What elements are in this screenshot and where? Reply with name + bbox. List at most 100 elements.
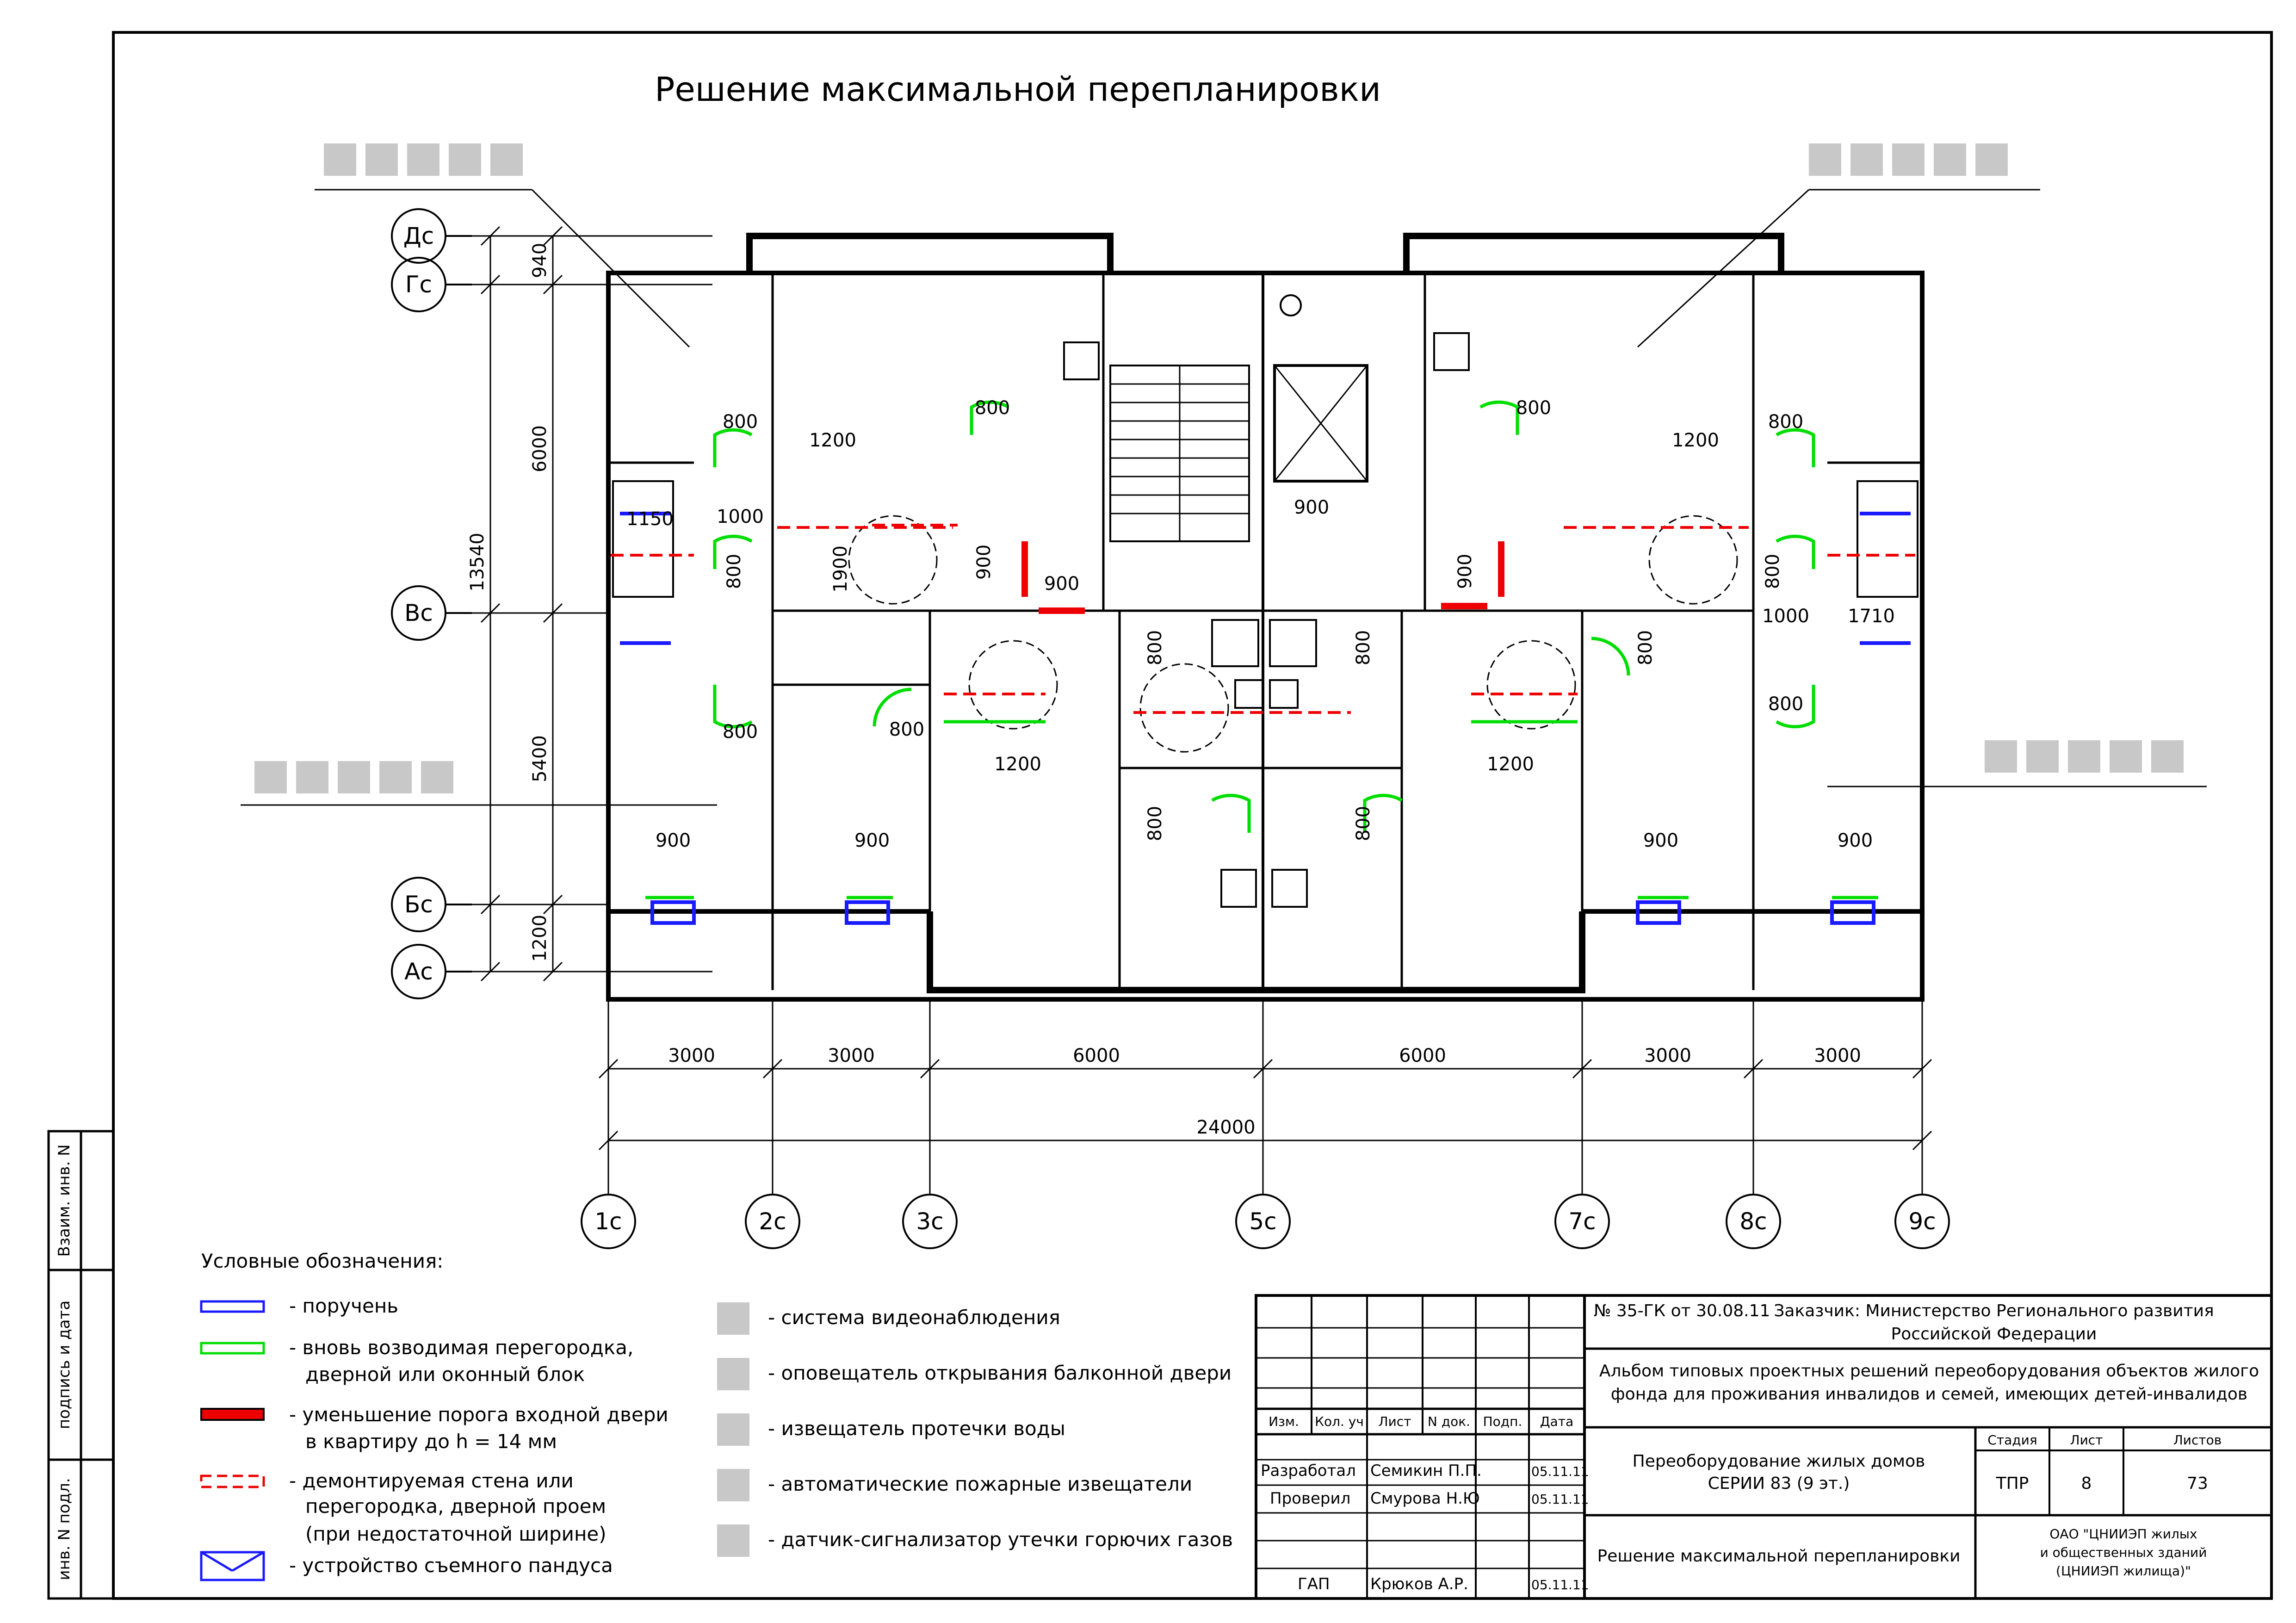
sensor-group-top-left (324, 143, 523, 176)
opening-dim: 1900 (830, 545, 851, 593)
opening-dim: 1200 (1487, 754, 1534, 775)
door-alarm-icon (296, 761, 328, 793)
opening-dim: 800 (975, 397, 1010, 419)
sheet-frame (112, 31, 2273, 1600)
axis-row-label: Ас (404, 958, 433, 985)
legend-item-text: - уменьшение порога входной двери (289, 1403, 668, 1426)
tb-org: (ЦНИИЭП жилища)" (2056, 1563, 2191, 1579)
axis-col-label: 8с (1739, 1208, 1767, 1235)
legend-item-text: - датчик-сигнализатор утечки горючих газ… (768, 1528, 1233, 1551)
tb-customer: Заказчик: Министерство Регионального раз… (1774, 1301, 2214, 1320)
sensor-group-right (1985, 740, 2184, 773)
fire-detector-icon (379, 761, 412, 793)
gas-detector-icon (717, 1524, 749, 1557)
tb-name: Семикин П.П. (1370, 1462, 1482, 1480)
fire-detector-icon (717, 1469, 749, 1501)
column-axes (581, 1194, 1950, 1249)
outer-wall-top-right (1403, 233, 1784, 273)
elevator-shaft (1273, 364, 1368, 483)
gas-detector-icon (1975, 143, 2008, 176)
side-stamp-label: подпись и дата (55, 1301, 74, 1429)
dim-h-6000: 6000 (1399, 1045, 1446, 1066)
axis-col-marker (1894, 1194, 1950, 1249)
tb-header: Дата (1540, 1414, 1574, 1429)
axis-col-marker (581, 1194, 636, 1249)
sink (1234, 679, 1264, 709)
tb-album: Альбом типовых проектных решений переобо… (1599, 1362, 2259, 1381)
fire-detector-icon (449, 143, 481, 176)
camera-icon (717, 1302, 749, 1335)
axis-col-label: 7с (1568, 1208, 1596, 1235)
axis-col-label: 9с (1908, 1208, 1936, 1235)
handrails (620, 512, 1911, 925)
tb-project: СЕРИИ 83 (9 эт.) (1708, 1474, 1850, 1493)
opening-dim: 900 (1044, 573, 1079, 595)
door-alarm-icon (365, 143, 398, 176)
camera-icon (1985, 740, 2017, 773)
water-leak-icon (338, 761, 370, 793)
tb-sheet-label: Лист (2070, 1432, 2103, 1448)
threshold-bar (200, 1408, 265, 1421)
sink (1269, 679, 1299, 709)
tb-date: 05.11.11 (1531, 1577, 1589, 1592)
new-partitions (645, 400, 1878, 899)
leader-lines (241, 189, 2207, 973)
door-alarm-icon (1850, 143, 1883, 176)
axis-row-label: Дс (403, 223, 434, 249)
dim-h-3000: 3000 (828, 1045, 875, 1066)
camera-icon (254, 761, 287, 793)
outer-wall (606, 271, 1925, 1002)
opening-dim: 1200 (994, 754, 1041, 775)
opening-dim: 800 (1145, 630, 1166, 665)
threshold-marks (1021, 541, 1504, 614)
side-stamp-label: Взаим. инв. N (55, 1144, 74, 1257)
title-block-grid (1255, 1294, 2273, 1600)
tb-header: Кол. уч (1315, 1414, 1364, 1429)
opening-dim: 900 (1838, 830, 1873, 851)
dim-h-6000: 6000 (1073, 1045, 1120, 1066)
handrail-line (200, 1300, 265, 1313)
dim-v-6000: 6000 (529, 425, 551, 472)
tb-date: 05.11.11 (1531, 1464, 1589, 1479)
legend-item-text: (при недостаточной ширине) (305, 1523, 606, 1545)
axis-col-marker (1554, 1194, 1610, 1249)
bath (612, 480, 674, 598)
camera-icon (324, 143, 356, 176)
legend-item-text: - поручень (289, 1295, 398, 1317)
opening-dimensions: 800 1200 800 1000 1150 800 1900 900 900 … (626, 397, 1895, 851)
floor-plan (606, 233, 1925, 1002)
tb-header: Изм. (1269, 1414, 1299, 1429)
dim-v-5400: 5400 (529, 735, 551, 782)
opening-dim: 800 (1353, 630, 1374, 665)
opening-dim: 900 (973, 545, 995, 580)
opening-dim: 1200 (809, 430, 856, 451)
tb-org: ОАО "ЦНИИЭП жилых (2049, 1526, 2197, 1542)
ramp-symbol (200, 1551, 265, 1581)
stove (1220, 869, 1257, 908)
legend-item-text: в квартиру до h = 14 мм (305, 1430, 557, 1453)
opening-dim: 800 (724, 554, 745, 589)
opening-dim: 800 (1768, 694, 1803, 715)
dim-h-total: 24000 (1196, 1117, 1255, 1138)
water-leak-icon (407, 143, 439, 176)
tb-sheets: 73 (2187, 1474, 2208, 1493)
wheelchair-circle (968, 640, 1058, 730)
water-leak-icon (2068, 740, 2100, 773)
tb-sheet-title: Решение максимальной перепланировки (1597, 1547, 1961, 1566)
drawing-title: Решение максимальной перепланировки (655, 70, 1381, 109)
water-leak-icon (717, 1413, 749, 1446)
tb-role: Разработал (1261, 1462, 1356, 1480)
opening-dim: 800 (889, 719, 924, 740)
side-stamp-label: инв. N подл. (55, 1478, 74, 1580)
shower (1211, 619, 1259, 667)
legend-item-text: - оповещатель открывания балконной двери (768, 1362, 1232, 1384)
legend-item-text: - автоматические пожарные извещатели (768, 1473, 1192, 1495)
sensor-group-top-right (1809, 143, 2008, 176)
tb-name: Крюков А.Р. (1370, 1575, 1468, 1593)
dim-v-13540: 13540 (467, 533, 488, 591)
fire-detector-icon (2110, 740, 2142, 773)
vertical-dimensions (480, 226, 563, 982)
dim-v-1200: 1200 (529, 915, 551, 962)
demolished-walls (611, 524, 1915, 714)
